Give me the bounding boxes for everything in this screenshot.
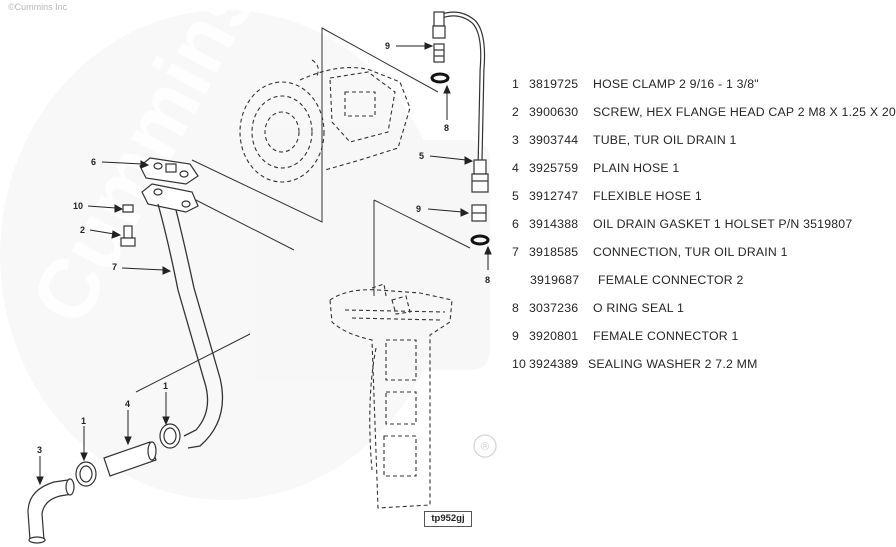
leader-lines [36,42,492,486]
callout-10: 10 [73,201,83,211]
engine-block [329,283,453,509]
part-number: 3912747 [529,189,579,203]
part-description: SCREW, HEX FLANGE HEAD CAP 2 M8 X 1.25 X… [593,105,896,119]
plain-hose [103,441,157,477]
drain-connection-tube [157,203,224,449]
part-number: 3925759 [529,161,579,175]
callout-8-top: 8 [444,123,449,133]
part-number: 3924389 [529,357,579,371]
oil-drain-gasket [139,157,199,185]
callout-labels: 9 8 5 9 8 6 10 2 7 1 4 3 1 [37,41,490,455]
part-description: CONNECTION, TUR OIL DRAIN 1 [593,245,788,259]
part-number: 3919687 [530,273,580,287]
part-index: 2 [512,105,520,119]
callout-9-bottom: 9 [416,204,421,214]
callout-3: 3 [37,445,42,455]
callout-5: 5 [419,151,424,161]
part-description: SEALING WASHER 2 7.2 MM [588,357,758,371]
part-index: 1 [512,77,520,91]
part-description: HOSE CLAMP 2 9/16 - 1 3/8" [593,77,759,91]
hose-clamp-upper [159,423,181,449]
copyright-notice: ©Cummins Inc [8,2,68,12]
callout-8-bottom: 8 [485,275,490,285]
callout-1-lower: 1 [81,416,86,426]
part-number: 3037236 [529,301,579,315]
part-number: 3903744 [529,133,579,147]
callout-9-top: 9 [385,41,390,51]
drawing-id-label: tp952gj [424,511,472,527]
part-index: 8 [512,301,520,315]
part-number: 3914388 [529,217,579,231]
flexible-hose [432,11,489,193]
part-description: FLEXIBLE HOSE 1 [593,189,702,203]
part-index: 10 [512,357,527,371]
part-number: 3918585 [529,245,579,259]
part-index: 6 [512,217,520,231]
part-number: 3920801 [529,329,579,343]
turbocharger [239,59,411,183]
registered-mark: ® [473,434,497,458]
part-description: O RING SEAL 1 [593,301,684,315]
sealing-washer [122,204,134,213]
part-index: 3 [512,133,520,147]
callout-7: 7 [112,262,117,272]
part-description: PLAIN HOSE 1 [593,161,680,175]
svg-text:®: ® [481,441,489,453]
parts-exploded-diagram: Cummins ® [0,10,497,544]
watermark [0,10,490,500]
callout-6: 6 [91,157,96,167]
callout-2: 2 [80,225,85,235]
part-index: 9 [512,329,520,343]
hose-clamp-mid [75,461,97,487]
part-description: FEMALE CONNECTOR 2 [598,273,744,287]
part-number: 3819725 [529,77,579,91]
callout-1-upper: 1 [163,381,168,391]
o-ring-seal-top [430,72,450,84]
part-description: OIL DRAIN GASKET 1 HOLSET P/N 3519807 [593,217,853,231]
part-description: FEMALE CONNECTOR 1 [593,329,739,343]
part-index: 5 [512,189,520,203]
female-connector-lower [471,204,487,222]
projection-lines [135,27,471,393]
callout-4: 4 [125,399,130,409]
oil-drain-tube [27,478,75,544]
part-index: 4 [512,161,520,175]
part-number: 3900630 [529,105,579,119]
tube-flange [141,183,199,213]
o-ring-seal-bottom [470,234,490,246]
part-description: TUBE, TUR OIL DRAIN 1 [593,133,737,147]
hex-flange-screw [120,225,136,247]
part-index: 7 [512,245,520,259]
